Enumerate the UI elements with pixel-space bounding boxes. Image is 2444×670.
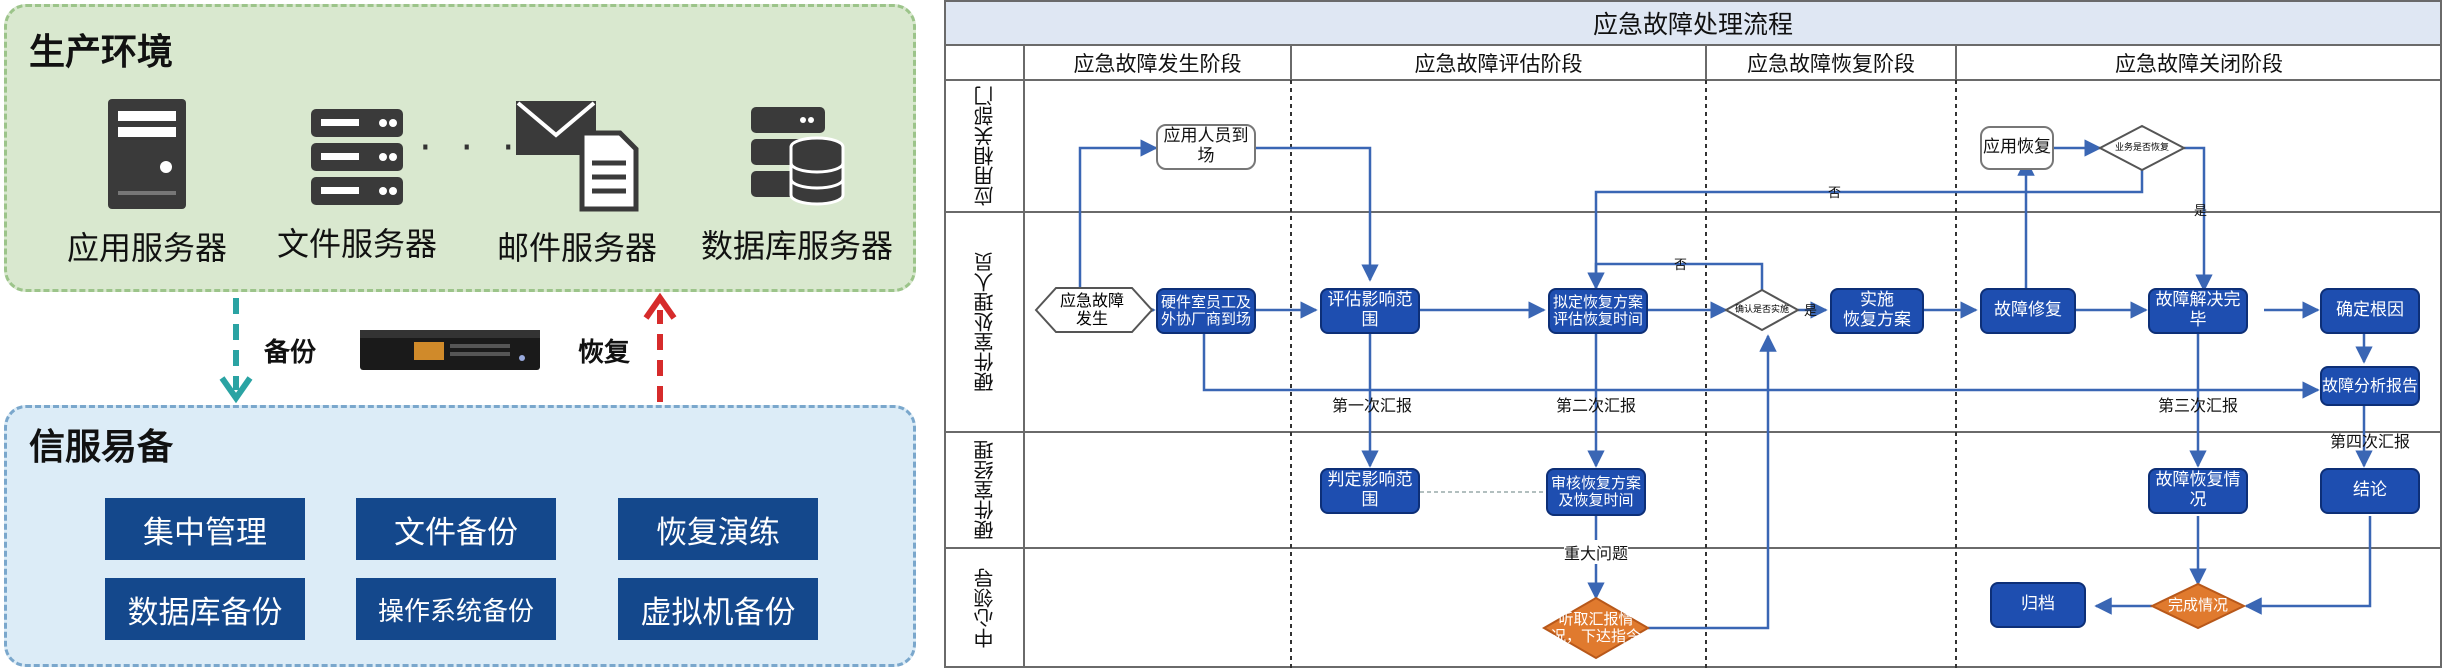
node-conclusion: 结论 [2320,468,2420,514]
node-hw-staff: 硬件室员工及 外协厂商到场 [1156,288,1256,334]
node-eval-scope: 评估影响范围 [1320,288,1420,334]
edge-label-report-2: 第二次汇报 [1556,396,1637,415]
node-archive: 归档 [1990,582,2086,628]
production-title: 生产环境 [29,32,174,73]
database-server: 数据库服务器 [687,101,907,267]
file-server: 文件服务器 [247,105,467,265]
node-report: 故障分析报告 [2320,366,2420,406]
node-biz-check: 业务是否恢复 [2114,142,2169,153]
server-label: 邮件服务器 [496,229,657,267]
phase-assessment: 应急故障评估阶段 [1414,52,1583,76]
app-server: 应用服务器 [37,95,257,269]
node-listen: 听取汇报情 况，下达指令 [1550,609,1641,645]
restore-label: 恢复 [578,338,631,368]
phase-occurrence: 应急故障发生阶段 [1073,52,1242,76]
backup-appliance-icon [360,330,540,370]
feature-file-backup: 文件备份 [356,498,556,560]
node-plan: 拟定恢复方案 评估恢复时间 [1548,288,1648,334]
node-confirm: 确认是否实施 [1734,304,1789,315]
node-completion: 完成情况 [2167,596,2228,615]
feature-database-backup: 数据库备份 [105,578,305,640]
node-repair: 故障修复 [1980,288,2076,334]
node-start: 应急故障 发生 [1059,290,1124,328]
emergency-flowchart: 应急故障处理流程 应急故障发生阶段 应急故障评估阶段 应急故障恢复阶段 应急故障… [944,0,2442,668]
start-hexagon [1034,287,1154,333]
listen-diamond [1541,596,1651,660]
server-label: 应用服务器 [66,229,227,267]
backup-arrowhead [219,376,253,404]
node-root-cause: 确定根因 [2320,288,2420,334]
phase-recovery: 应急故障恢复阶段 [1747,52,1915,76]
node-decide-scope: 判定影响范围 [1320,468,1420,514]
feature-recovery-drill: 恢复演练 [618,498,818,560]
backup-system-title: 信服易备 [29,427,174,468]
edge-label-major: 重大问题 [1564,540,1629,564]
completion-diamond [2149,582,2247,630]
edge-label-report-1: 第一次汇报 [1332,396,1413,415]
node-resolved: 故障解决完毕 [2148,288,2248,334]
edge-label-yes-1: 是 [1804,304,1818,319]
node-implement: 实施 恢复方案 [1830,288,1924,334]
server-label: 文件服务器 [276,225,437,263]
phase-closure: 应急故障关闭阶段 [2115,52,2283,76]
flowchart-edges [1034,124,2373,660]
ellipsis: · · · [419,125,523,171]
server-label: 数据库服务器 [700,227,893,265]
node-app-restore: 应用恢复 [1980,126,2054,170]
confirm-diamond [1723,288,1801,332]
production-environment-panel: 生产环境 应用服务器 文件服务器 · · · [4,4,916,292]
flowchart-grid [944,0,2442,668]
mail-server-icon [516,101,639,212]
node-review-plan: 审核恢复方案 及恢复时间 [1546,468,1646,516]
restore-arrowhead [643,292,677,320]
edge-label-no-1: 否 [1828,186,1842,201]
backup-system-panel: 信服易备 集中管理 文件备份 恢复演练 数据库备份 操作系统备份 虚拟机备份 [4,405,916,667]
database-server-icon [751,107,845,206]
app-server-icon [108,99,186,209]
file-server-icon [311,109,403,205]
flowchart-title: 应急故障处理流程 [944,0,2442,46]
node-fault-status: 故障恢复情况 [2148,468,2248,514]
mail-server: 邮件服务器 [467,93,687,269]
transfer-arrows [219,292,677,404]
biz-check-diamond [2097,124,2187,172]
edge-label-report-3: 第三次汇报 [2158,396,2239,415]
edge-label-yes-2: 是 [2194,204,2208,219]
feature-centralized-management: 集中管理 [105,498,305,560]
edge-label-no-2: 否 [1674,258,1688,273]
edge-label-report-4: 第四次汇报 [2330,432,2411,451]
feature-vm-backup: 虚拟机备份 [618,578,818,640]
backup-label: 备份 [264,338,317,368]
node-app-staff: 应用人员到场 [1156,124,1256,170]
feature-os-backup: 操作系统备份 [356,578,556,640]
